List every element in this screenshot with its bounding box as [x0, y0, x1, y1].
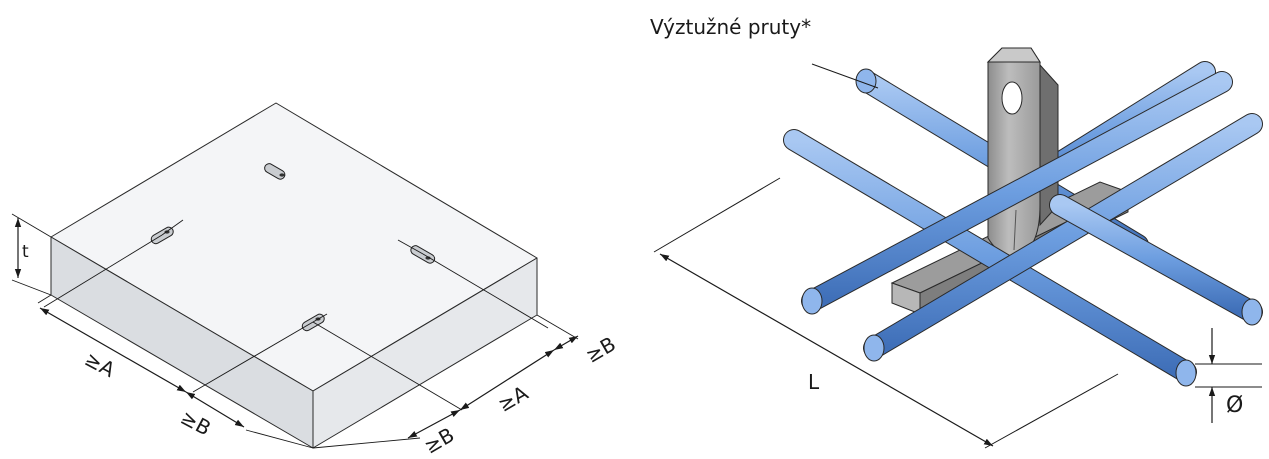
slab-extension-lines — [11, 213, 579, 449]
rebar-right — [1049, 194, 1263, 326]
edge-b-long-label: ≥B — [177, 405, 215, 441]
length-extension-top — [653, 177, 781, 253]
edge-b-long-dimension — [185, 391, 245, 428]
length-dimension — [659, 253, 994, 447]
lifting-anchor-assembly: Výztužné pruty* L Ø — [650, 15, 1263, 449]
thickness-label: t — [22, 242, 29, 262]
edge-a-long-dimension — [39, 307, 187, 393]
edge-b-short-dimension — [553, 335, 579, 351]
edge-b-corner-dimension — [407, 409, 461, 439]
edge-a-short-dimension — [459, 349, 555, 411]
concrete-slab: t ≥A ≥B ≥A ≥B ≥B — [11, 102, 620, 459]
rebar-label-leader — [811, 63, 879, 89]
length-label: L — [808, 370, 820, 394]
rebar-label: Výztužné pruty* — [650, 15, 811, 39]
diameter-label: Ø — [1226, 393, 1243, 418]
edge-a-long-label: ≥A — [81, 347, 119, 383]
edge-b-short-label: ≥B — [581, 332, 619, 368]
edge-a-short-label: ≥A — [494, 380, 533, 416]
anchor-slot-back — [264, 163, 286, 180]
anchor-eye-hole — [1001, 81, 1023, 115]
length-extension-bottom — [984, 373, 1119, 449]
